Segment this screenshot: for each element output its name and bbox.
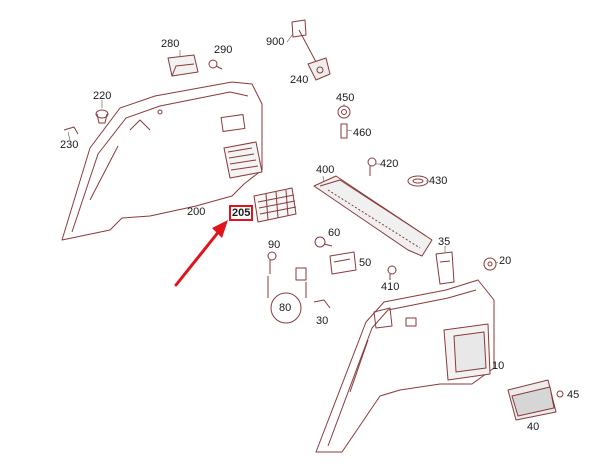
- part-90-bolt: [267, 251, 277, 274]
- part-220-grommet: [95, 109, 109, 124]
- callout-50: 50: [359, 257, 372, 269]
- part-900-tag: [291, 19, 317, 63]
- part-50-bracket: [329, 251, 357, 275]
- part-410-screw: [387, 265, 397, 280]
- part-240-clip: [307, 57, 331, 81]
- part-holder-clip: [295, 267, 307, 281]
- callout-410: 410: [381, 281, 400, 293]
- part-80-set-callout: [267, 276, 307, 324]
- callout-230: 230: [60, 139, 79, 151]
- part-10-right-trim-panel: [315, 279, 495, 453]
- callout-80: 80: [279, 302, 292, 314]
- part-45-clip: [556, 390, 564, 398]
- highlight-arrow: [174, 220, 228, 287]
- part-280-clip: [167, 54, 199, 77]
- callout-200: 200: [187, 206, 206, 218]
- callout-900: 900: [266, 36, 285, 48]
- part-420-screw: [367, 157, 377, 176]
- leader-lines: [67, 33, 499, 264]
- callout-220: 220: [93, 90, 112, 102]
- part-200-left-trim-panel: [61, 81, 263, 241]
- callout-420: 420: [380, 158, 399, 170]
- callout-10: 10: [492, 360, 505, 372]
- callout-280: 280: [161, 38, 180, 50]
- part-400-loading-sill-strip: [313, 175, 433, 257]
- callout-60: 60: [328, 227, 341, 239]
- callout-35: 35: [438, 236, 451, 248]
- part-290-screw: [208, 59, 223, 70]
- part-430-plug: [407, 175, 429, 187]
- part-450-nut: [337, 105, 351, 119]
- callout-45: 45: [567, 389, 580, 401]
- callout-430: 430: [429, 175, 448, 187]
- callout-460: 460: [353, 127, 372, 139]
- callout-240: 240: [290, 74, 309, 86]
- callout-40: 40: [527, 421, 540, 433]
- callout-20: 20: [499, 255, 512, 267]
- part-35-handle: [435, 251, 455, 285]
- part-205-cargo-net: [253, 187, 297, 223]
- callout-290: 290: [214, 44, 233, 56]
- callout-205-highlighted: 205: [229, 205, 254, 221]
- part-460-screw: [340, 123, 348, 139]
- callout-30: 30: [316, 315, 329, 327]
- part-30-clip: [313, 299, 331, 309]
- callout-400: 400: [316, 164, 335, 176]
- part-60-nut: [314, 236, 333, 248]
- callout-450: 450: [336, 92, 355, 104]
- part-230-clip: [63, 126, 79, 135]
- part-40-grille: [507, 379, 557, 421]
- callout-90: 90: [268, 239, 281, 251]
- part-20-clip: [483, 257, 497, 271]
